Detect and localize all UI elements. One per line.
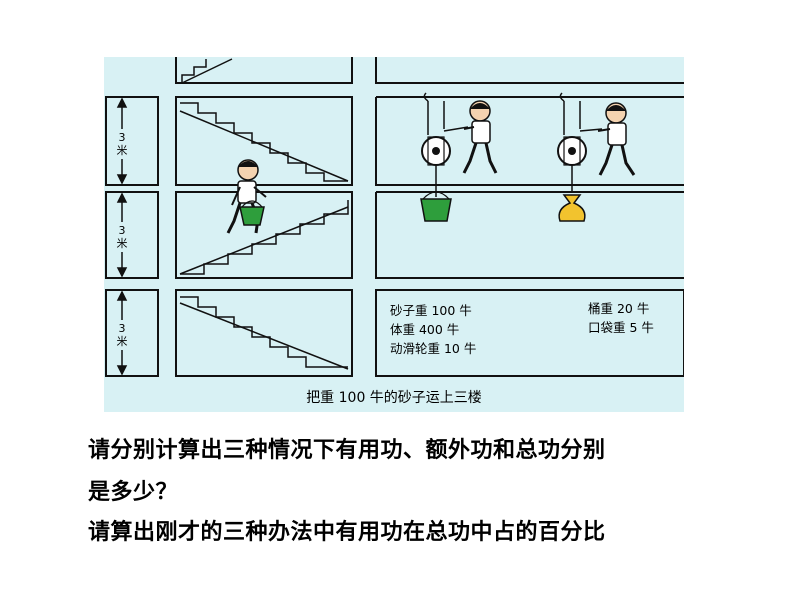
boy-climbing-with-bucket	[226, 159, 267, 234]
right-building	[375, 57, 684, 377]
pulley-with-bucket	[420, 92, 452, 222]
fact-body-weight: 体重 400 牛	[390, 322, 459, 337]
man-pulling-rope-1	[443, 100, 498, 174]
left-building	[105, 57, 353, 377]
facts-panel: 砂子重 100 牛 体重 400 牛 动滑轮重 10 牛 桶重 20 牛 口袋重…	[390, 301, 654, 356]
diagram-background	[104, 57, 684, 412]
question-line-1: 请分别计算出三种情况下有用功、额外功和总功分别	[88, 438, 606, 463]
fact-pulley-weight: 动滑轮重 10 牛	[390, 341, 476, 356]
stairs-floor-1	[179, 296, 349, 370]
question-line-3: 请算出刚才的三种办法中有用功在总功中占的百分比	[88, 520, 606, 545]
pulley-with-bag	[557, 92, 587, 222]
question-line-2: 是多少？	[88, 480, 179, 505]
stairs-floor-3	[179, 102, 349, 182]
fact-bucket-weight: 桶重 20 牛	[588, 301, 649, 316]
stairs-floor-2	[179, 200, 349, 275]
fact-sand-weight: 砂子重 100 牛	[390, 303, 472, 318]
diagram-caption: 把重 100 牛的砂子运上三楼	[306, 390, 482, 406]
man-pulling-rope-2	[579, 102, 636, 176]
fact-bag-weight: 口袋重 5 牛	[588, 320, 654, 335]
